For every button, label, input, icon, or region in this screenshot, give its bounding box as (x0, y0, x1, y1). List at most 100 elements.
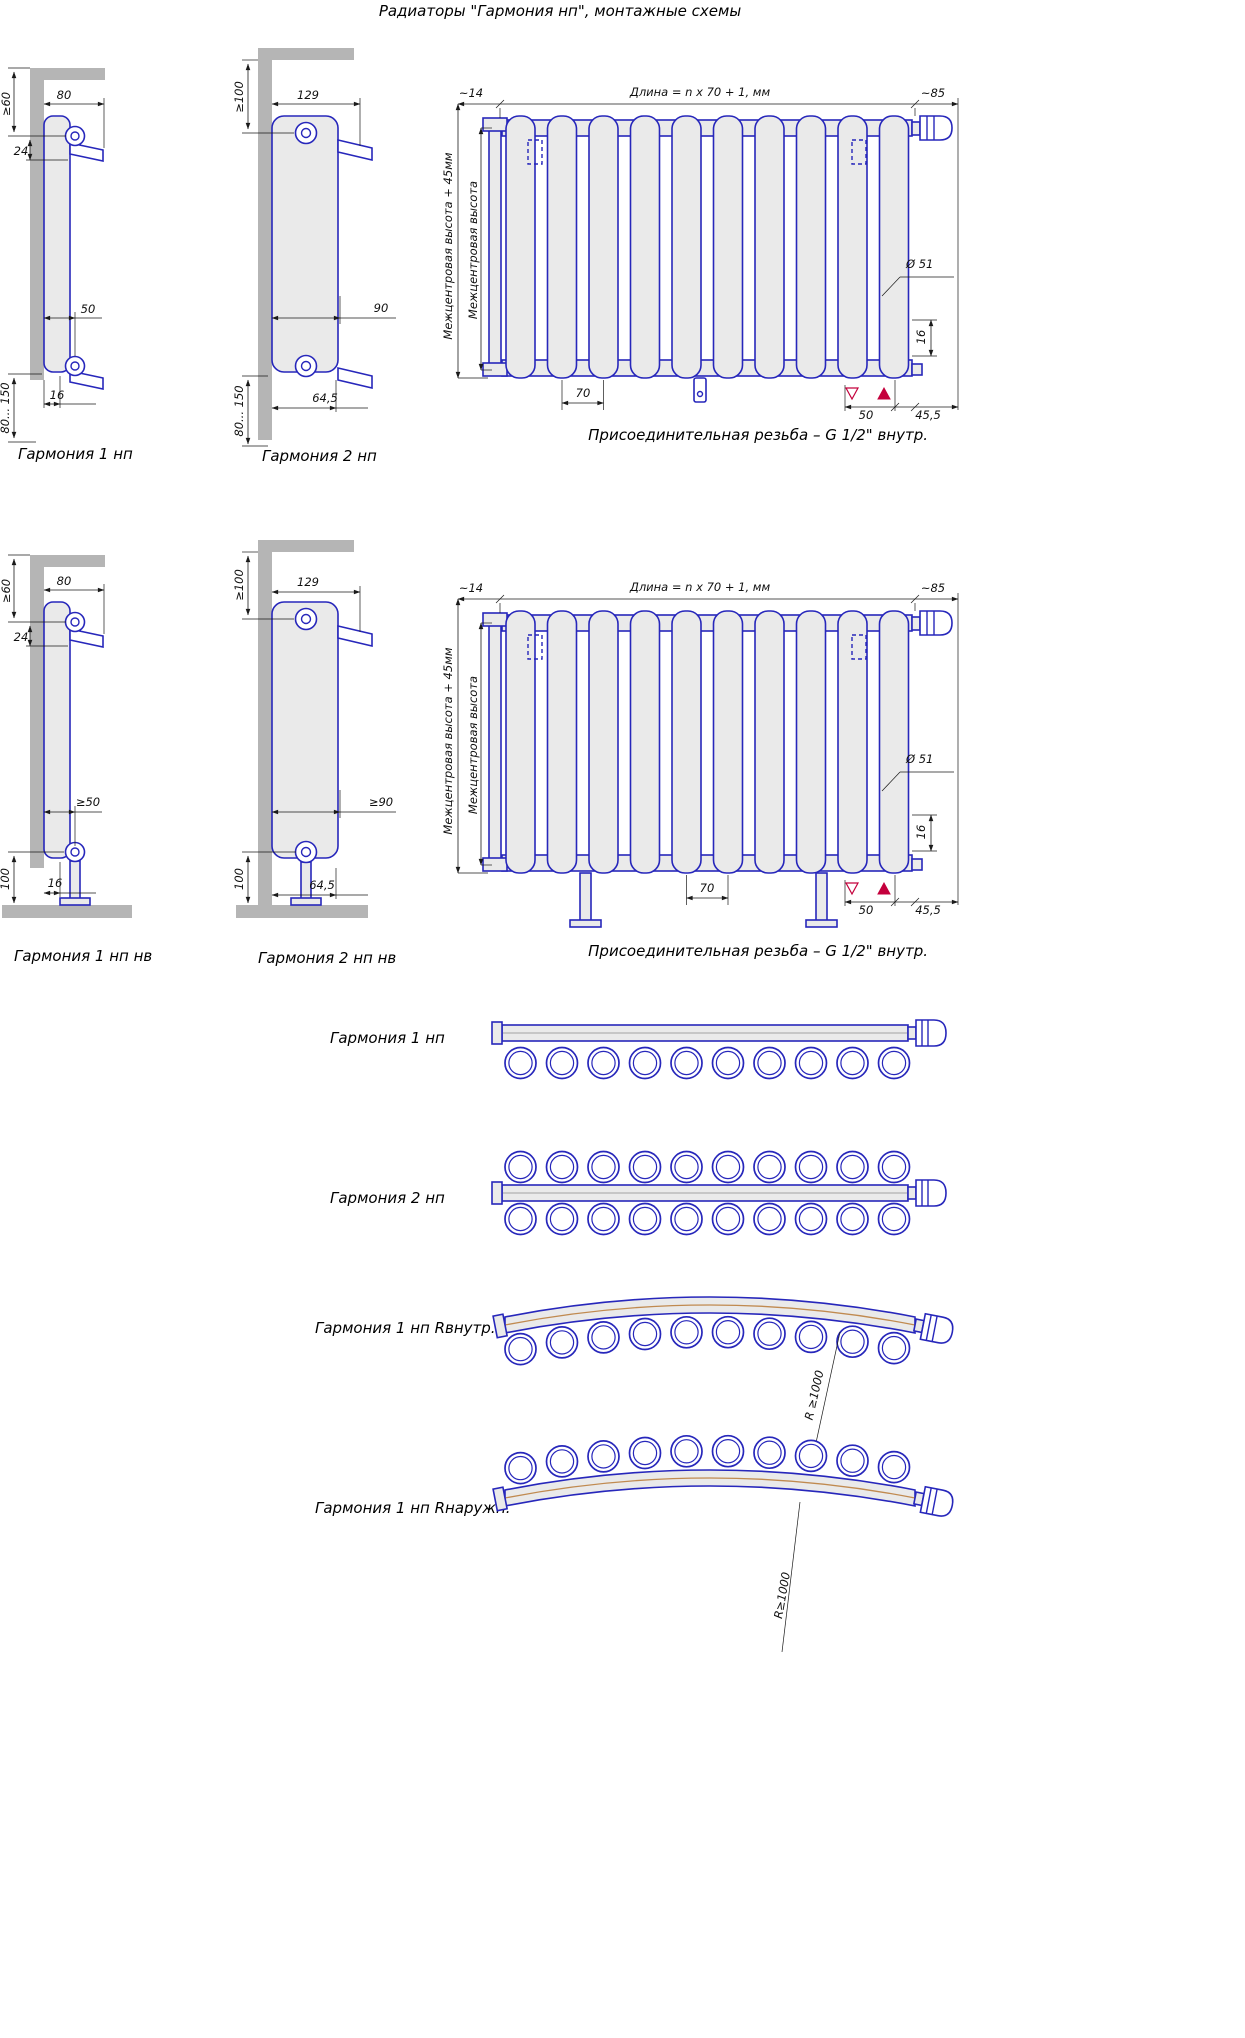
top-view-straight-2: Гармония 2 нп (330, 1150, 947, 1236)
thread-note: Присоединительная резьба – G 1/2" внутр. (588, 426, 928, 444)
radius-leader (813, 1331, 841, 1453)
wall-top (258, 540, 354, 552)
leg (815, 872, 828, 923)
dim-label: Ø 51 (905, 257, 933, 271)
dim-label: Межцентровая высота + 45мм (441, 647, 455, 834)
side-view-harmony-2: ≥100 129 90 64,5 80... 150 Гармония 2 нп (232, 48, 396, 465)
dim-label: 80... 150 (232, 385, 246, 436)
view-label: Гармония 2 нп нв (258, 949, 396, 967)
wall-mounted-row: ≥60 80 24 50 16 80... 150 Гармония 1 нп (0, 48, 959, 465)
tube-row (504, 1046, 911, 1080)
tube-row (504, 1150, 911, 1184)
wall-left (258, 540, 272, 905)
side-view-harmony-2-floor: ≥100 129 ≥90 64,5 100 Гармония 2 нп нв (232, 540, 396, 967)
dim-label: 50 (81, 302, 96, 316)
dimensions: ≥100 129 ≥90 64,5 100 (232, 551, 396, 904)
leg (579, 872, 592, 923)
view-label: Гармония 2 нп (262, 447, 377, 465)
view-label: Гармония 1 нп нв (14, 947, 152, 965)
radiator-front-body (483, 611, 952, 873)
dim-label: ≥60 (0, 579, 13, 603)
dim-label: 24 (14, 630, 29, 644)
dim-label: 70 (576, 386, 591, 400)
dim-label: 16 (48, 876, 63, 890)
wall-top (30, 555, 105, 567)
radius-label: R ≥1000 (802, 1369, 827, 1421)
radius-leader (781, 1501, 801, 1653)
radiator-column (271, 115, 339, 373)
bracket-top (69, 628, 104, 648)
view-label: Гармония 2 нп (330, 1189, 445, 1207)
leg-foot (290, 897, 322, 906)
dimensions: ~14 Длина = n x 70 + 1, мм ~85 Межцентро… (441, 85, 959, 422)
end-cap (492, 1486, 509, 1512)
dim-label: Межцентровая высота (466, 676, 480, 814)
dim-label: 24 (14, 144, 29, 158)
tube-row (504, 1315, 911, 1366)
floor (236, 905, 368, 918)
dim-label: ≥50 (76, 795, 100, 809)
dim-label: ~14 (459, 86, 483, 100)
view-label: Гармония 1 нп Rнаружн. (315, 1499, 511, 1517)
dim-label: 80 (57, 88, 72, 102)
dimensions: ≥60 80 24 50 16 80... 150 (0, 67, 105, 443)
dim-label: 100 (232, 868, 246, 890)
top-view-r-inner: Гармония 1 нп Rвнутр. R ≥1000 (315, 1296, 954, 1453)
dimensions: ≥100 129 90 64,5 80... 150 (232, 59, 396, 447)
radius-label: R≥1000 (771, 1571, 793, 1620)
view-label: Гармония 1 нп Rвнутр. (315, 1319, 496, 1337)
flow-marker-return-icon (877, 881, 891, 895)
weld-centerline (504, 1477, 916, 1499)
dim-label: 90 (374, 301, 389, 315)
plug-fitting (912, 1485, 954, 1517)
dim-label: 129 (297, 575, 319, 589)
valve-top-icon (64, 125, 86, 147)
dim-label: Длина = n x 70 + 1, мм (629, 580, 771, 594)
radiator-column (43, 601, 71, 859)
dim-label: Длина = n x 70 + 1, мм (629, 85, 771, 99)
dim-label: ~14 (459, 581, 483, 595)
dim-label: 70 (700, 881, 715, 895)
wall-left (30, 555, 44, 868)
header-bar-curved (504, 1296, 916, 1334)
valve-top-icon (64, 611, 86, 633)
view-label: Гармония 1 нп (330, 1029, 445, 1047)
plug-fitting (907, 1179, 947, 1207)
top-views-section: Гармония 1 нп Гармония 2 нп (315, 1019, 954, 1653)
bracket-bottom (337, 366, 373, 390)
top-view-straight-1: Гармония 1 нп (330, 1019, 947, 1080)
flow-marker-return-icon (877, 386, 891, 400)
leg-foot (569, 919, 602, 928)
valve-bottom-icon (294, 840, 318, 864)
dim-label: ~85 (921, 86, 945, 100)
flow-marker-supply-icon (844, 387, 860, 401)
dim-label: 50 (859, 903, 874, 917)
bracket-top (337, 624, 373, 648)
dim-label: 80 (57, 574, 72, 588)
view-label: Гармония 1 нп (18, 445, 133, 463)
dim-label: 64,5 (312, 391, 338, 405)
valve-bottom-icon (64, 355, 86, 377)
bottom-bracket (693, 377, 707, 403)
side-view-harmony-1: ≥60 80 24 50 16 80... 150 Гармония 1 нп (0, 67, 133, 463)
valve-top-icon (294, 607, 318, 631)
floor-mounted-row: ≥60 80 24 ≥50 16 100 Гармония 1 нп нв (0, 540, 959, 967)
dim-label: ≥100 (232, 81, 246, 113)
front-view-wall-mounted: ~14 Длина = n x 70 + 1, мм ~85 Межцентро… (441, 85, 959, 444)
dim-label: 45,5 (915, 903, 941, 917)
end-cap (492, 1313, 509, 1339)
dim-label: Ø 51 (905, 752, 933, 766)
side-view-harmony-1-floor: ≥60 80 24 ≥50 16 100 Гармония 1 нп нв (0, 554, 152, 965)
bracket-top (69, 142, 104, 162)
wall-left (30, 68, 44, 380)
dimensions: ~14 Длина = n x 70 + 1, мм ~85 Межцентро… (441, 580, 959, 917)
dim-label: ≥60 (0, 92, 13, 116)
header-bar-curved (504, 1469, 916, 1507)
floor (2, 905, 132, 918)
valve-top-icon (294, 121, 318, 145)
dim-label: ≥100 (232, 569, 246, 601)
radiator-column (43, 115, 71, 373)
dim-label: ≥90 (369, 795, 393, 809)
dim-label: 100 (0, 868, 12, 890)
